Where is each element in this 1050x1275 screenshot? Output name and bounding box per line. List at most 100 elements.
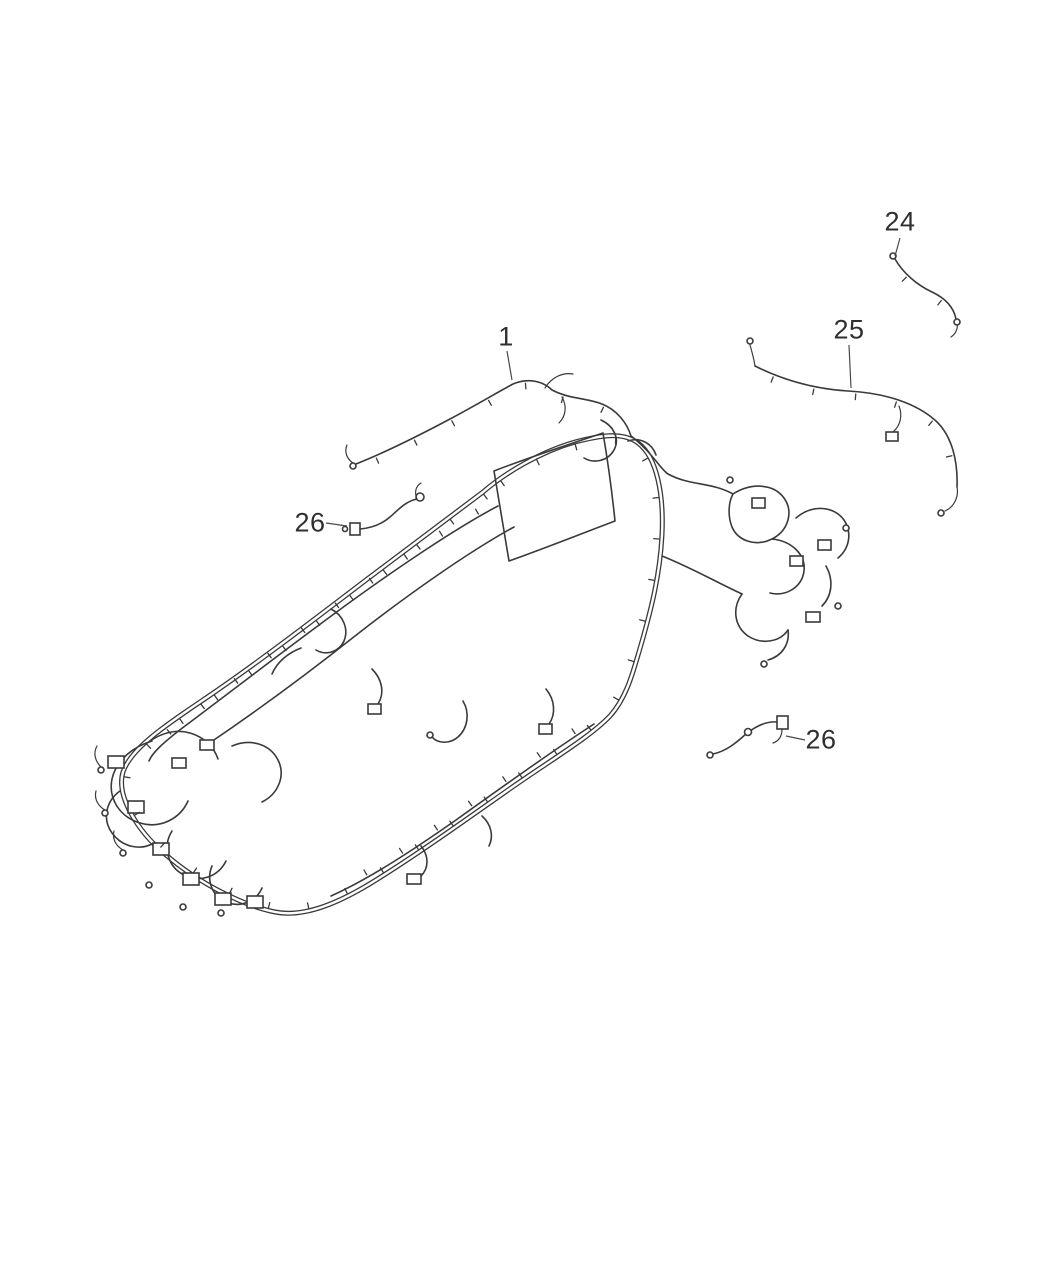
ll-blob-a: [110, 740, 189, 826]
clip-tick: [652, 496, 660, 499]
clip-ring: [743, 727, 753, 737]
clip-tick: [349, 594, 354, 601]
clip-tick: [123, 776, 131, 779]
clip-tick: [306, 902, 310, 909]
connector-block: [538, 723, 553, 735]
clip-tick: [560, 396, 564, 404]
harness-pocket-loop: [493, 432, 616, 562]
connector-block: [246, 895, 264, 909]
connector-ring: [706, 751, 714, 759]
clip-tick: [179, 718, 184, 725]
connector-ring: [426, 731, 434, 739]
clip-tick: [937, 299, 942, 306]
leader-line-25: [848, 344, 852, 389]
clip-tick: [600, 406, 605, 413]
sensor-wire-26-right: [706, 715, 789, 759]
sensor-wire-26-left: [341, 482, 425, 536]
harness-25-main: [754, 365, 958, 488]
connector-block: [367, 703, 382, 715]
cluster-loop-4: [795, 507, 850, 559]
sensor-wire-26-right-main: [712, 721, 778, 755]
clip-tick: [228, 887, 233, 894]
cluster-drop-1: [821, 565, 832, 607]
clip-tick: [586, 724, 592, 731]
clip-tick: [536, 459, 540, 466]
connector-block: [776, 715, 789, 730]
clip-tick: [267, 652, 272, 659]
link-to-right-cluster-lower: [661, 555, 743, 595]
clip-tick: [483, 796, 489, 803]
clip-tick: [571, 728, 576, 735]
clip-tick: [500, 480, 505, 487]
cluster-loop-2: [769, 538, 805, 595]
harness-25: [746, 337, 959, 517]
clip-tick: [438, 530, 444, 537]
connector-block: [349, 522, 361, 536]
clip-tick: [928, 420, 933, 426]
connector-ring: [341, 525, 349, 533]
harness-main-ring-inner: [120, 434, 664, 915]
clip-tick: [812, 388, 815, 396]
link-to-right-cluster: [630, 435, 734, 495]
harness-25-branch: [892, 405, 902, 433]
cluster-loop-1: [728, 485, 790, 544]
interior-drop-loop: [315, 608, 347, 654]
clip-tick: [536, 752, 542, 758]
clip-tick: [368, 577, 374, 584]
connector-block: [817, 539, 832, 551]
cluster-loop-3: [735, 593, 789, 643]
ll-blob-c: [166, 830, 227, 880]
clip-tick: [639, 619, 646, 622]
clip-tick: [474, 508, 480, 515]
connector-block: [789, 555, 804, 567]
clip-tick: [451, 420, 456, 427]
connector-ring: [834, 602, 842, 610]
connector-block: [127, 800, 145, 814]
harness-24: [889, 252, 961, 338]
clip-tick: [403, 553, 408, 560]
clip-tick: [901, 276, 907, 282]
interior-drop-b: [371, 668, 383, 705]
branch-fork-a: [544, 373, 574, 389]
clip-tick: [414, 844, 420, 851]
connector-ring: [842, 524, 850, 532]
clip-tick: [449, 518, 455, 525]
clip-tick: [483, 493, 488, 500]
left-edge-stub: [271, 647, 302, 675]
clip-tick: [770, 376, 774, 383]
clip-tick: [315, 620, 321, 626]
connector-ring: [179, 903, 187, 911]
leader-line-26-left: [325, 522, 348, 527]
lower-left-connector-cluster: [94, 730, 282, 917]
connector-block: [171, 757, 187, 769]
harness-25-tail: [749, 344, 756, 367]
clip-tick: [248, 670, 253, 677]
sensor-wire-26-right-stub: [772, 728, 783, 744]
ll-tail-1: [94, 745, 102, 768]
connector-ring: [953, 318, 961, 326]
sensor-wire-26-left-main: [359, 498, 418, 530]
connector-block: [406, 873, 422, 885]
main-body-harness: [94, 373, 850, 917]
connector-ring: [889, 252, 897, 260]
connector-block: [805, 611, 821, 623]
harness-25-end-tail: [944, 486, 959, 512]
clip-tick: [487, 399, 492, 406]
clip-tick: [642, 457, 649, 462]
callout-label-1: 1: [498, 321, 514, 352]
clip-tick: [267, 901, 271, 909]
clip-tick: [613, 696, 620, 701]
clip-tick: [344, 887, 348, 895]
connector-block: [885, 431, 899, 442]
clip-tick: [467, 800, 473, 807]
bottom-drop-e: [420, 845, 428, 877]
clip-tick: [627, 659, 635, 663]
cluster-drop-2: [767, 629, 790, 661]
clip-tick: [648, 578, 655, 582]
connector-ring: [145, 881, 153, 889]
connector-block: [751, 497, 766, 509]
connector-ring: [726, 476, 734, 484]
clip-tick: [449, 820, 454, 827]
clip-tick: [282, 645, 287, 652]
